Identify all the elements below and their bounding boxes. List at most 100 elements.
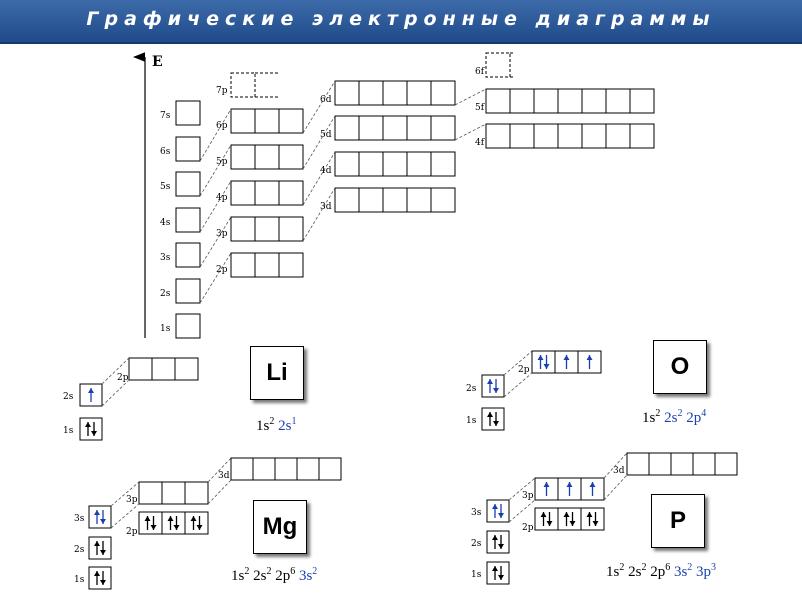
- arrowhead: [563, 512, 570, 517]
- orbital-label-1s: 1s: [74, 575, 85, 585]
- level-label-3p: 3p: [216, 229, 228, 239]
- arrowhead: [543, 364, 550, 369]
- config-subshell: 2s: [628, 564, 642, 580]
- mg-2p-box: [161, 511, 186, 535]
- level-label-6s: 6s: [160, 147, 171, 157]
- arrowhead: [563, 355, 570, 360]
- config-term: 2s2: [628, 562, 646, 580]
- connector-line: [508, 499, 536, 523]
- level-7s-box: [175, 100, 201, 126]
- orbital-label-1s: 1s: [466, 416, 477, 426]
- config-exponent: 4: [701, 408, 707, 419]
- connector-line: [503, 350, 533, 376]
- arrowhead: [150, 525, 157, 530]
- mg-1s-box: [88, 566, 112, 590]
- arrowhead: [586, 512, 593, 517]
- orbital-label-1s: 1s: [63, 426, 74, 436]
- arrowhead: [487, 412, 493, 417]
- arrowhead: [94, 571, 100, 576]
- p-3d-box: [670, 452, 694, 476]
- arrowhead: [196, 525, 203, 530]
- connector-line: [508, 477, 536, 501]
- level-5d-box: [358, 115, 384, 141]
- arrowhead: [592, 521, 599, 526]
- connector-line: [207, 457, 232, 483]
- orbital-label-3s: 3s: [471, 508, 482, 518]
- level-6p-box: [254, 108, 280, 134]
- arrowhead: [543, 482, 550, 487]
- p-2p-box: [557, 507, 582, 531]
- level-6p-box: [230, 108, 256, 134]
- level-5p-box: [230, 144, 256, 170]
- orbital-label-2s: 2s: [74, 545, 85, 555]
- connector-line: [302, 115, 336, 170]
- arrowhead: [569, 521, 576, 526]
- config-exponent: 2: [266, 566, 272, 577]
- config-subshell: 1s: [642, 410, 656, 426]
- level-2s-box: [175, 278, 201, 304]
- element-symbol-li: Li: [266, 359, 288, 386]
- orbital-label-3d: 3d: [613, 466, 625, 476]
- arrowhead: [540, 512, 547, 517]
- level-3d-box: [334, 187, 360, 213]
- li-2p-box: [174, 357, 199, 381]
- config-subshell: 3s: [673, 564, 688, 580]
- connector-line: [199, 252, 232, 304]
- element-symbol-o: O: [670, 353, 690, 380]
- orbital-label-2s: 2s: [466, 384, 477, 394]
- level-4s-box: [175, 207, 201, 233]
- config-subshell: 2p: [650, 564, 666, 580]
- connector-line: [603, 474, 628, 501]
- arrowhead: [492, 535, 498, 540]
- level-6d-box: [430, 80, 456, 106]
- arrowhead: [498, 575, 504, 580]
- level-2p-box: [254, 252, 280, 278]
- orbital-label-3p: 3p: [522, 491, 534, 501]
- level-3d-box: [382, 187, 408, 213]
- orbital-label-2p: 2p: [126, 527, 138, 537]
- level-7p-open-edge: [255, 72, 280, 98]
- config-term: 3p3: [696, 562, 716, 580]
- level-label-2p: 2p: [216, 265, 228, 275]
- mg-3d-box: [274, 457, 298, 481]
- level-label-5s: 5s: [160, 182, 171, 192]
- level-3p-box: [278, 216, 304, 242]
- level-4f-box: [533, 123, 559, 149]
- orbital-label-3d: 3d: [218, 471, 230, 481]
- config-p: 1s2 2s2 2p6 3s2 3p3: [606, 562, 716, 581]
- level-2p-box: [230, 252, 256, 278]
- level-5d-box: [430, 115, 456, 141]
- level-6d-box: [406, 80, 432, 106]
- connector-line: [302, 187, 336, 242]
- config-term: 1s2: [256, 416, 274, 434]
- connector-line: [110, 481, 140, 507]
- arrowhead: [492, 566, 498, 571]
- arrowhead: [100, 550, 106, 555]
- level-label-6d: 6d: [320, 95, 332, 105]
- level-4p-box: [278, 180, 304, 206]
- level-5p-box: [278, 144, 304, 170]
- config-subshell: 2s: [664, 410, 678, 426]
- level-6f-box: [485, 52, 511, 78]
- connector-line: [302, 80, 336, 134]
- config-exponent: 2: [619, 562, 625, 573]
- level-4f-box: [629, 123, 655, 149]
- arrowhead: [492, 504, 498, 509]
- arrowhead: [167, 516, 174, 521]
- level-3s-box: [175, 242, 201, 268]
- arrowhead: [91, 431, 97, 436]
- level-4d-box: [382, 151, 408, 177]
- arrowhead: [493, 421, 499, 426]
- p-2p-box: [580, 507, 605, 531]
- li-2p-box: [151, 357, 176, 381]
- level-4f-box: [485, 123, 511, 149]
- arrowhead: [144, 516, 151, 521]
- level-label-6f: 6f: [475, 67, 485, 77]
- arrowhead: [493, 388, 499, 393]
- level-4f-box: [605, 123, 631, 149]
- connector-line: [302, 151, 336, 206]
- mg-3d-box: [296, 457, 320, 481]
- config-exponent: 6: [290, 566, 296, 577]
